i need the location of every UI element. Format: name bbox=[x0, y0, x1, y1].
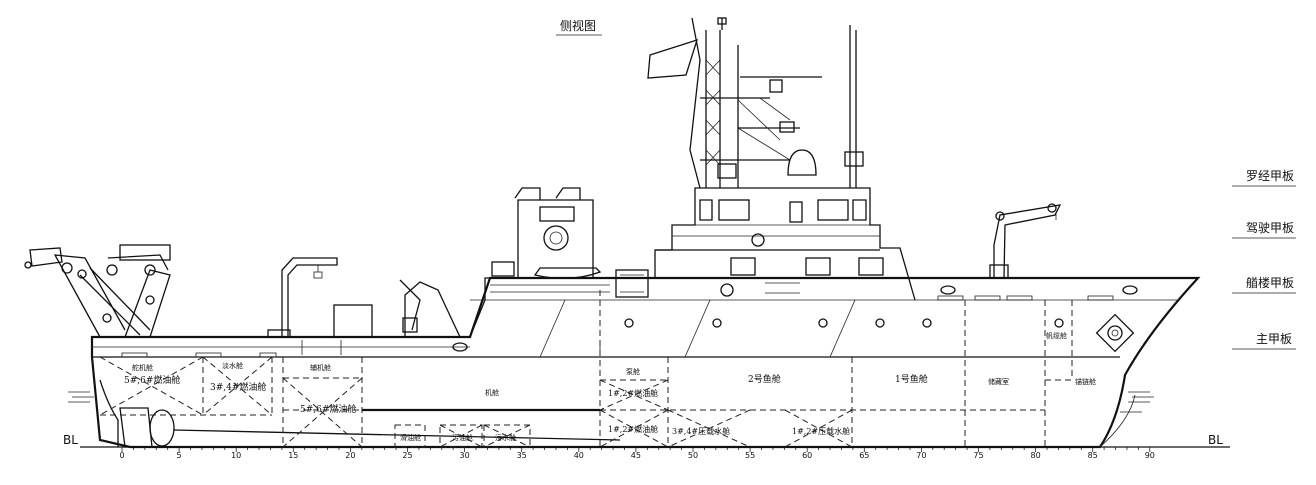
comp-aux: 辅机舱 bbox=[310, 363, 331, 372]
bow-emblem bbox=[1095, 313, 1135, 353]
stern-gantry bbox=[24, 244, 171, 338]
comp-steer: 舵机舱 bbox=[132, 363, 153, 372]
comp-bt1: 滑油舱 bbox=[400, 433, 421, 442]
frame-label: 35 bbox=[517, 451, 527, 460]
comp-pump: 泵舱 bbox=[626, 367, 640, 376]
bulkheads bbox=[99, 290, 1073, 448]
frame-label: 85 bbox=[1088, 451, 1098, 460]
aft-davit bbox=[267, 257, 338, 338]
deck-label-compass: 罗经甲板 bbox=[1246, 169, 1294, 183]
propeller bbox=[149, 409, 175, 447]
frame-label: 20 bbox=[345, 451, 355, 460]
propeller-shaft bbox=[173, 429, 621, 441]
deck-label-main: 主甲板 bbox=[1256, 332, 1292, 346]
deck-hatches bbox=[121, 295, 1114, 358]
frame-label: 5 bbox=[177, 451, 182, 460]
hull-outline bbox=[90, 276, 1201, 449]
frame-label: 75 bbox=[973, 451, 983, 460]
comp-store: 储藏室 bbox=[988, 377, 1009, 386]
frame-label: 50 bbox=[688, 451, 698, 460]
flag bbox=[647, 17, 701, 189]
baseline-label-right: BL bbox=[1208, 433, 1223, 447]
comp-fuel56: 5#,6#燃油舱 bbox=[300, 403, 356, 415]
funnel bbox=[514, 187, 594, 278]
comp-hold1: 1号鱼舱 bbox=[895, 373, 928, 385]
deck-label-upper: 艏楼甲板 bbox=[1246, 275, 1294, 290]
frame-label: 55 bbox=[745, 451, 755, 460]
drawing-title: 侧视图 bbox=[560, 18, 596, 33]
comp-tank12b: 1#,2#燃油舱 bbox=[608, 424, 658, 434]
comp-tank12c: 1#,2#压载水舱 bbox=[792, 426, 850, 436]
frame-label: 60 bbox=[802, 451, 812, 460]
comp-water: 淡水舱 bbox=[222, 361, 243, 370]
frame-label: 25 bbox=[402, 451, 412, 460]
frame-label: 15 bbox=[288, 451, 298, 460]
comp-tank12a: 1#,2#燃油舱 bbox=[608, 388, 658, 398]
frame-label: 10 bbox=[231, 451, 241, 460]
frame-label: 0 bbox=[119, 451, 124, 460]
comp-tank56: 5#,6#燃油舱 bbox=[124, 374, 180, 386]
comp-bosun: 帆缆舱 bbox=[1046, 331, 1067, 340]
comp-chain: 锚链舱 bbox=[1075, 377, 1096, 386]
baseline-label-left: BL bbox=[63, 433, 78, 447]
frame-label: 30 bbox=[460, 451, 470, 460]
comp-hold2: 2号鱼舱 bbox=[748, 373, 781, 385]
rudder bbox=[119, 407, 153, 448]
hull-frame-strakes bbox=[539, 299, 856, 358]
comp-tank34: 3#,4#燃油舱 bbox=[210, 381, 266, 393]
fore-crane bbox=[989, 203, 1062, 279]
deck-label-bridge: 驾驶甲板 bbox=[1246, 220, 1294, 235]
comp-bt2: 污油舱 bbox=[452, 433, 473, 442]
knuckle-crane bbox=[399, 279, 461, 338]
aft-deckhouse-box bbox=[333, 304, 373, 338]
frame-label: 40 bbox=[574, 451, 584, 460]
stern-skeg bbox=[99, 379, 119, 447]
superstructure bbox=[469, 187, 916, 338]
deck-posts bbox=[301, 340, 601, 355]
fore-antenna bbox=[844, 25, 864, 188]
comp-tank34b: 3#,4#压载水舱 bbox=[672, 426, 730, 436]
boat-deck bbox=[490, 261, 610, 293]
comp-bt3: 污水舱 bbox=[495, 433, 516, 442]
frame-label: 70 bbox=[916, 451, 926, 460]
portholes bbox=[452, 285, 1138, 352]
compartment-labels: 舵机舱 5#,6#燃油舱 3#,4#燃油舱 淡水舱 辅机舱 5#,6#燃油舱 机… bbox=[124, 331, 1096, 442]
frame-label: 65 bbox=[859, 451, 869, 460]
frame-label: 45 bbox=[631, 451, 641, 460]
deck-labels: 罗经甲板 驾驶甲板 艏楼甲板 主甲板 bbox=[1232, 169, 1296, 350]
frame-label: 90 bbox=[1145, 451, 1155, 460]
comp-engine: 机舱 bbox=[485, 388, 499, 397]
mast bbox=[700, 17, 822, 188]
bow-bulb bbox=[1099, 394, 1136, 448]
frame-label: 80 bbox=[1031, 451, 1041, 460]
waterline-hatching bbox=[68, 391, 1154, 413]
frame-ticks: 0 5 10 15 20 25 30 35 40 45 50 55 60 65 70 75 80 85 90 bbox=[119, 447, 1155, 460]
